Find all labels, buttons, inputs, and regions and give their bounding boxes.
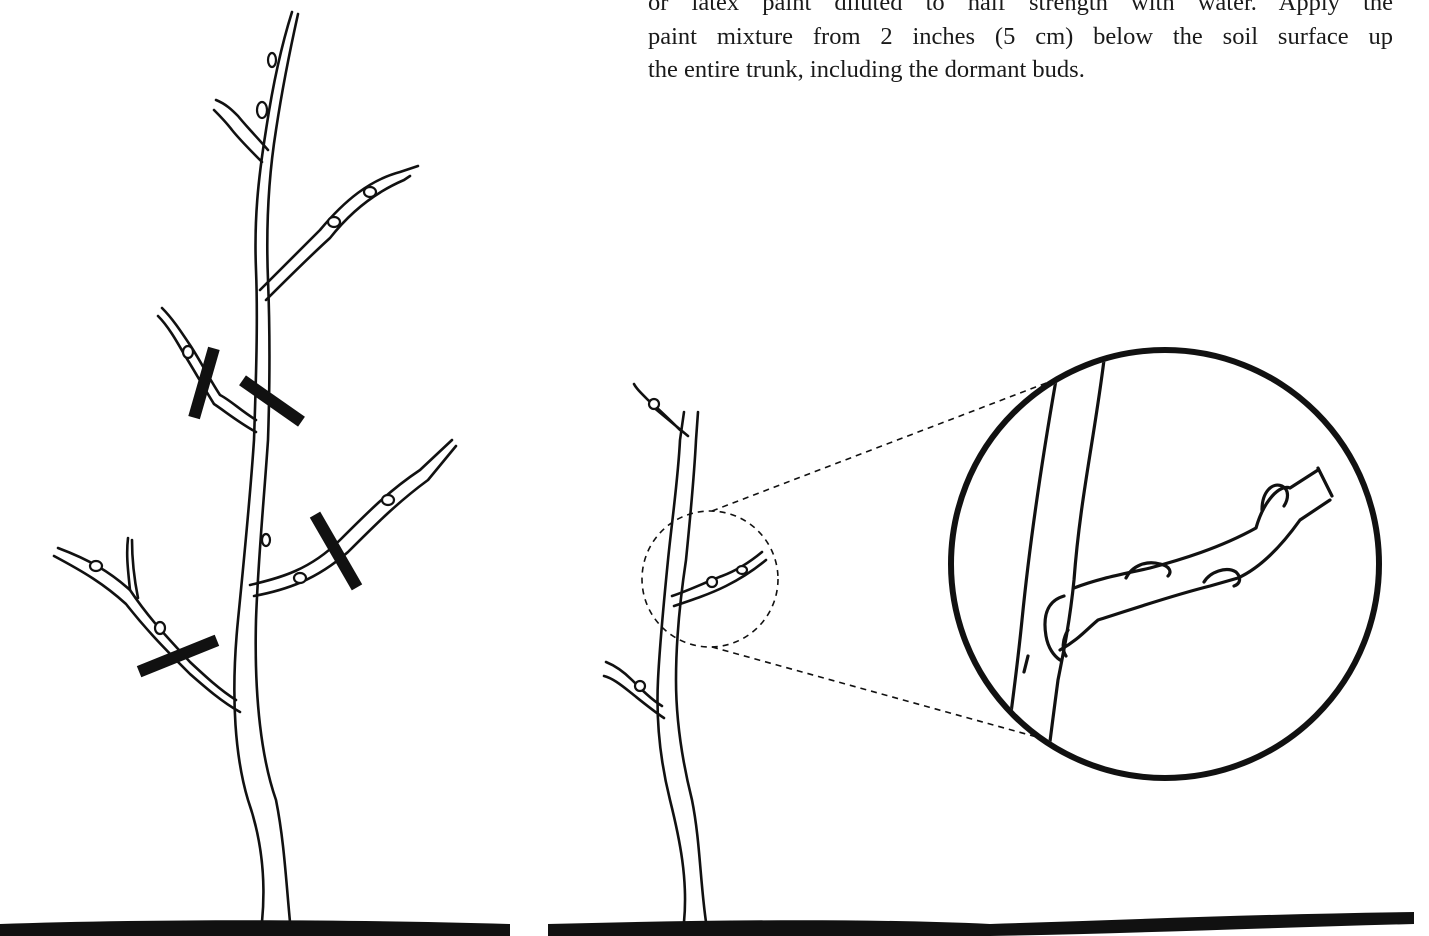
left-branch-upper-right	[260, 166, 418, 300]
magnified-detail	[951, 350, 1379, 790]
right-lower-left-branch	[604, 662, 664, 718]
left-branch-lower-left	[54, 548, 240, 712]
cut-mark-lower-left	[137, 635, 219, 678]
left-trunk-outline	[234, 12, 292, 922]
right-tree	[548, 350, 1414, 936]
right-trunk-outline	[658, 412, 686, 922]
cut-mark-upper-left	[188, 347, 219, 420]
right-top-stub	[634, 384, 688, 436]
left-branch-lower-left-spur	[127, 538, 138, 598]
left-ground-line	[0, 920, 510, 936]
cut-mark-mid-right	[310, 512, 362, 591]
right-ground-line	[548, 912, 1414, 936]
cut-mark-upper-right	[239, 375, 305, 426]
right-tree-buds	[635, 399, 747, 691]
left-tree	[0, 12, 510, 936]
